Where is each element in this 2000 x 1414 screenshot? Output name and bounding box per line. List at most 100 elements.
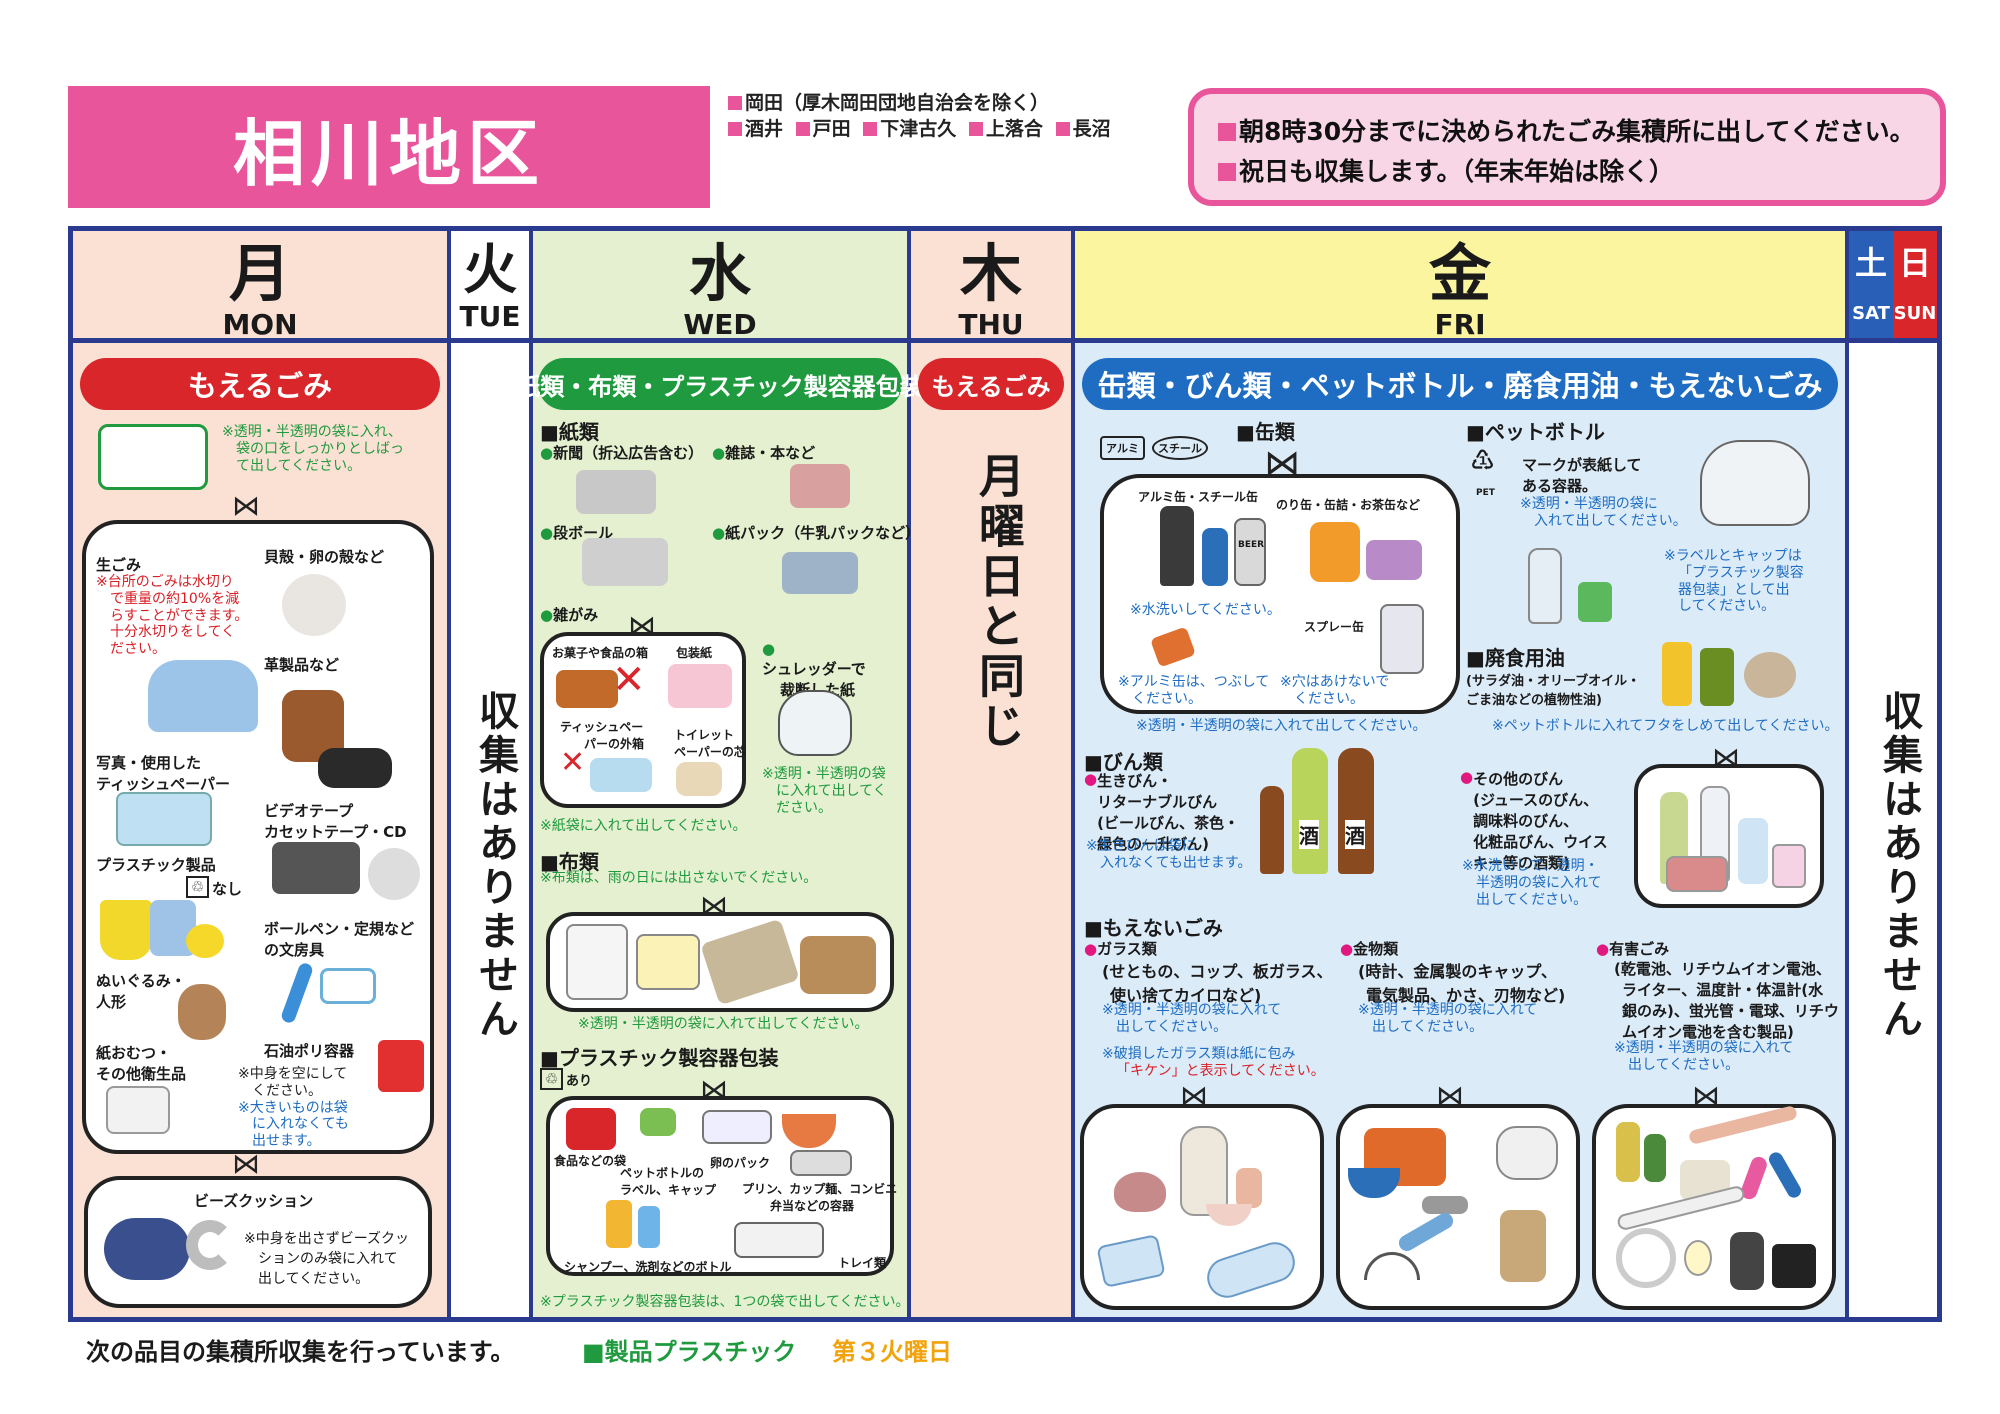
sake-label: 酒 [1345, 820, 1365, 849]
footer-item: ■製品プラスチック [582, 1338, 797, 1366]
hazard-desc: (乾電池、リチウムイオン電池、ライター、温度計・体温計(水銀のみ)、蛍光管・電球… [1614, 960, 1839, 1041]
fri-nonburn-heading: もえないごみ [1084, 912, 1223, 941]
food-bag-icon [566, 1108, 616, 1150]
metal-note: ※透明・半透明の袋に入れて出してください。 [1358, 1002, 1538, 1035]
plastic-pkg-note: ※プラスチック製容器包装は、1つの袋で出してください。 [540, 1294, 910, 1310]
returnable-note: ※生きびんは袋に入れなくても出せます。 [1086, 838, 1252, 871]
pet-desc: マークが表紙してある容器。 [1522, 456, 1642, 495]
bucket-icon [100, 900, 152, 960]
notice-box [1188, 88, 1946, 206]
detergent-bottle-icon [638, 1206, 660, 1248]
column-divider [447, 226, 451, 1322]
can-bag-note: ※透明・半透明の袋に入れて出してください。 [1136, 718, 1427, 734]
beer-can-label: BEER [1238, 540, 1265, 550]
label-carton: 紙パック（牛乳パックなど） [712, 522, 920, 543]
label-cardboard: 段ボール [540, 522, 613, 543]
label-plush: ぬいぐるみ・人形 [96, 972, 186, 1011]
label-nori-can: のり缶・缶詰・お茶缶など [1276, 498, 1421, 512]
footer-schedule: 第３火曜日 [832, 1338, 952, 1366]
label-misc-paper: 雑がみ [540, 604, 598, 625]
shirt-icon [566, 924, 628, 1000]
label-wrapping: 包装紙 [676, 646, 713, 660]
label-spray: スプレー缶 [1304, 620, 1365, 634]
fri-oil-heading: 廃食用油 [1466, 642, 1565, 671]
shredder-note: ※透明・半透明の袋に入れて出してください。 [762, 766, 887, 816]
metal-desc: (時計、金属製のキャップ、電気製品、かさ、刃物など) [1358, 962, 1566, 1005]
steel-mark-icon: スチール [1152, 436, 1208, 460]
cd-icon [368, 848, 420, 900]
plastic-mark-none: なし [212, 880, 243, 898]
tank-note: ※中身を空にしてください。※大きいものは袋に入れなくても出せます。 [238, 1066, 349, 1150]
shampoo-bottle-icon [606, 1200, 632, 1248]
mon-bag-note: ※透明・半透明の袋に入れ、袋の口をしっかりとしばって出してください。 [222, 424, 404, 474]
label-glass: ガラス類 [1084, 938, 1157, 959]
sat-header-bg [1849, 231, 1893, 338]
perfume-bottle-icon [1772, 844, 1806, 888]
jar-icon [1666, 856, 1728, 892]
kitchen-waste-basket-icon [148, 660, 258, 732]
sun-header-bg [1893, 231, 1937, 338]
bow-icon: ⋈ [1436, 1079, 1464, 1112]
wed-plastic-heading: プラスチック製容器包装 [540, 1042, 779, 1071]
oil-note: ※ペットボトルに入れてフタをしめて出してください。 [1492, 718, 1839, 734]
mon-category-label: もえるごみ [80, 358, 440, 410]
olive-oil-bottle-icon [1700, 648, 1734, 706]
label-pudding: プリン、カップ麺、コンビニ弁当などの容器 [742, 1182, 898, 1213]
cross-mark-icon: ✕ [612, 657, 646, 703]
cup-icon [1236, 1168, 1262, 1208]
fri-cans-heading: 缶類 [1236, 416, 1295, 445]
snack-box-icon [556, 670, 618, 708]
notice-line-2: 祝日も収集します。（年末年始は除く） [1218, 152, 1674, 188]
label-plastic: プラスチック製品 [96, 856, 216, 874]
spray-hole-note: ※穴はあけないでください。 [1280, 674, 1390, 707]
egg-pack-icon [702, 1110, 772, 1144]
tissue-box-icon [590, 758, 652, 792]
thu-column-bg [911, 231, 1071, 1317]
label-snack-box: お菓子や食品の箱 [552, 646, 649, 660]
bow-icon: ⋈ [1712, 741, 1740, 774]
label-tissue-box: ティッシュペーパーの外箱 [560, 720, 645, 751]
diaper-icon [106, 1086, 170, 1134]
other-bottles-note: ※水洗いして、透明・半透明の袋に入れて出してください。 [1462, 858, 1602, 908]
page-title: 相川地区 [232, 111, 545, 196]
label-beads: ビーズクッション [194, 1192, 314, 1210]
tied-bag-icon [98, 424, 208, 490]
bow-icon: ⋈ [232, 1147, 260, 1180]
shell-icon [282, 574, 346, 636]
pet-label-note: ※ラベルとキャップは「プラスチック製容器包装」として出してください。 [1664, 548, 1804, 615]
label-pen: ボールペン・定規などの文房具 [264, 920, 415, 959]
light-bulb-icon [1684, 1240, 1712, 1276]
district-list-line1: 岡田（厚木岡田団地自治会を除く） [728, 88, 1049, 115]
label-tray: トレイ類 [838, 1256, 887, 1270]
beer-can-icon [1234, 518, 1266, 586]
bow-icon: ⋈ [232, 489, 260, 522]
alumi-mark-icon: アルミ [1100, 436, 1145, 460]
fri-pet-heading: ペットボトル [1466, 416, 1605, 445]
battery-icon [1644, 1134, 1666, 1182]
newspaper-stack-icon [576, 470, 656, 514]
juice-can-icon [1202, 528, 1228, 586]
beads-note: ※中身を出さずビーズクッションのみ袋に入れて出してください。 [244, 1231, 410, 1287]
can-wash-note: ※水洗いしてください。 [1130, 602, 1281, 618]
wed-paper-heading: 紙類 [540, 416, 599, 445]
spray-can-icon [1380, 604, 1424, 674]
glass-desc: (せともの、コップ、板ガラス、使い捨てカイロなど) [1102, 962, 1333, 1005]
battery-icon [1616, 1122, 1640, 1182]
neck-pillow-icon [186, 1220, 234, 1270]
ruler-icon [320, 968, 376, 1004]
paper-bag-note: ※紙袋に入れて出してください。 [540, 818, 747, 834]
footer-text: 次の品目の集積所収集を行っています。 [86, 1338, 515, 1366]
rubber-duck-icon [186, 924, 224, 958]
weekend-no-collection: 収集はありません [1876, 690, 1922, 1042]
bento-container-icon [790, 1150, 852, 1176]
pet-label-cap-icon [1578, 582, 1612, 622]
tshirt-icon [636, 934, 700, 990]
cardboard-stack-icon [582, 538, 668, 586]
bowl-icon [1206, 1204, 1252, 1226]
teapot-icon [1114, 1172, 1166, 1212]
